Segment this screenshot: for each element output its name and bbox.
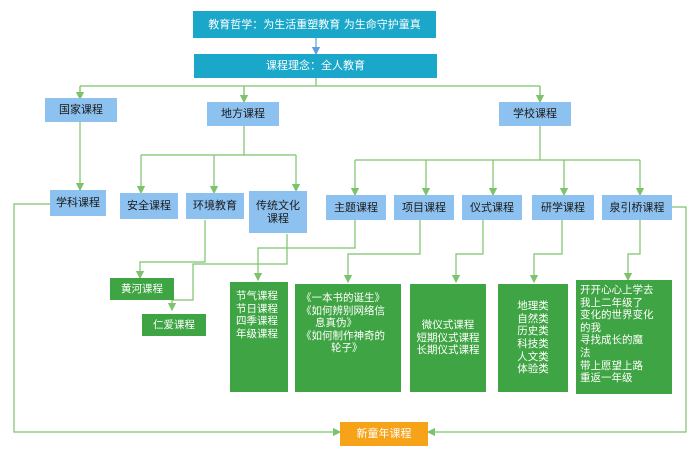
traditional-culture-box: 传统文化 课程 [249, 191, 307, 233]
theme-items-box: 《一本书的诞生》 《如何辨别网络信 息真伪》 《如何制作神奇的 轮子》 [295, 284, 401, 392]
quanyinqiao-item: 法 [580, 346, 591, 359]
huanghe-curriculum-box: 黄河课程 [110, 278, 174, 300]
local-curriculum-box: 地方课程 [207, 102, 279, 126]
study-item: 历史类 [517, 325, 549, 338]
school-curriculum-box: 学校课程 [499, 102, 571, 126]
traditional-item: 年级课程 [236, 327, 278, 340]
renai-curriculum-box: 仁爱课程 [142, 314, 206, 336]
quanyinqiao-items-box: 开开心心上学去 我上二年级了 变化的世界变化 的我 寻找成长的魔 法 带上愿望上… [576, 280, 672, 394]
quanyinqiao-item: 变化的世界变化 [580, 309, 654, 322]
study-items-box: 地理类 自然类 历史类 科技类 人文类 体验类 [498, 284, 568, 392]
project-item: 短期仪式课程 [416, 331, 480, 344]
quanyinqiao-item: 的我 [580, 321, 601, 334]
project-curriculum-box: 项目课程 [394, 195, 454, 220]
theme-item: 轮子》 [331, 342, 363, 355]
study-item: 地理类 [517, 300, 549, 313]
theme-item: 《如何制作神奇的 [301, 329, 385, 342]
subject-curriculum-box: 学科课程 [50, 190, 106, 216]
traditional-item: 节气课程 [236, 290, 278, 302]
quanyinqiao-item: 我上二年级了 [580, 296, 643, 309]
traditional-items-box: 节气课程 节日课程 四季课程 年级课程 [230, 282, 288, 392]
study-item: 自然类 [517, 312, 549, 325]
quanyinqiao-item: 重返一年级 [580, 372, 633, 385]
new-childhood-box: 新童年课程 [340, 422, 428, 446]
quanyinqiao-item: 开开心心上学去 [580, 284, 654, 296]
environment-education-box: 环境教育 [186, 193, 244, 219]
study-tour-box: 研学课程 [532, 195, 594, 220]
theme-item: 息真伪》 [315, 317, 357, 330]
quanyinqiao-box: 泉引桥课程 [602, 195, 672, 220]
study-item: 科技类 [517, 338, 549, 350]
philosophy-box: 教育哲学：为生活重塑教育 为生命守护童真 [193, 11, 436, 38]
project-item: 微仪式课程 [421, 319, 475, 332]
theme-item: 《如何辨别网络信 [301, 304, 385, 317]
quanyinqiao-item: 带上愿望上路 [580, 359, 643, 372]
traditional-item: 四季课程 [236, 315, 278, 328]
quanyinqiao-item: 寻找成长的魔 [580, 334, 643, 347]
theme-item: 《一本书的诞生》 [301, 292, 385, 304]
traditional-item: 节日课程 [236, 302, 278, 315]
project-item: 长期仪式课程 [416, 344, 480, 357]
study-item: 体验类 [517, 363, 549, 376]
study-item: 人文类 [517, 350, 549, 363]
project-items-box: 微仪式课程 短期仪式课程 长期仪式课程 [410, 284, 486, 392]
ritual-curriculum-box: 仪式课程 [462, 195, 522, 220]
national-curriculum-box: 国家课程 [45, 98, 117, 122]
theme-curriculum-box: 主题课程 [326, 195, 386, 220]
safety-curriculum-box: 安全课程 [120, 193, 178, 219]
concept-box: 课程理念：全人教育 [194, 54, 437, 78]
